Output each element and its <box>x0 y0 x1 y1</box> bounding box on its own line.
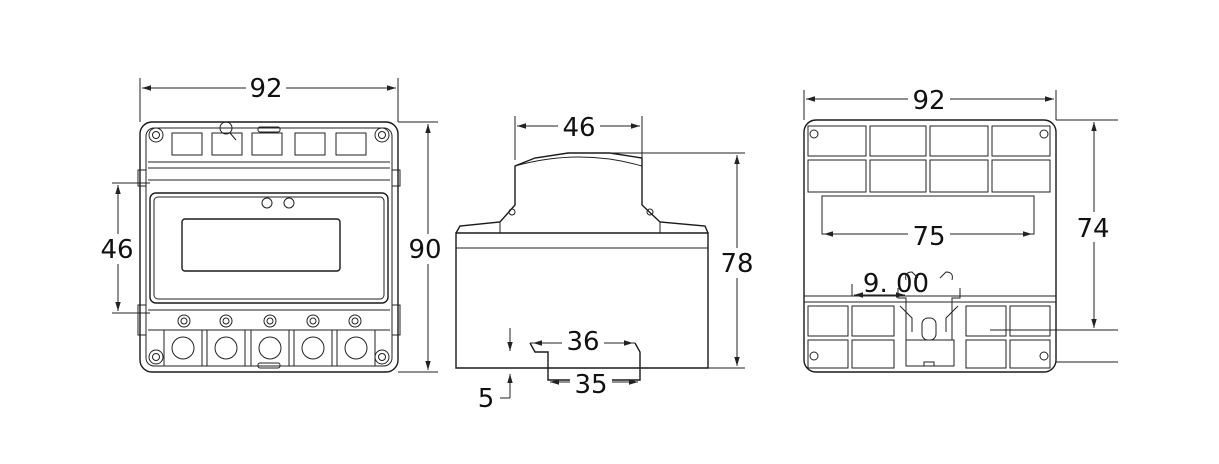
lcd-screen <box>181 218 341 272</box>
back-slot-width-label: 75 <box>912 222 945 252</box>
corner-screws <box>148 127 390 365</box>
side-height-label: 78 <box>720 249 753 279</box>
back-view: 92 74 75 9. 00 <box>803 86 1118 373</box>
indicator-led <box>261 197 273 209</box>
side-rail-inner-label: 36 <box>566 327 599 357</box>
back-bottom-blocks <box>807 305 1051 369</box>
side-rail-depth-label: 5 <box>478 384 495 414</box>
din-rail-clip <box>529 342 641 381</box>
front-outline <box>139 121 399 373</box>
indicator-led <box>283 197 295 209</box>
bottom-terminals <box>163 314 376 369</box>
back-clip <box>897 271 961 367</box>
side-rail-outer-label: 35 <box>574 370 607 400</box>
front-width-label: 92 <box>249 74 282 104</box>
back-outline <box>803 119 1057 373</box>
front-height-label: 90 <box>408 235 441 265</box>
back-width-label: 92 <box>912 86 945 116</box>
seal-icon <box>219 121 233 135</box>
back-clip-label: 9. 00 <box>863 269 929 299</box>
side-view: 46 78 36 35 5 <box>455 112 758 414</box>
top-terminal-blocks <box>171 126 367 156</box>
front-window-height-label: 46 <box>100 235 133 265</box>
display-window <box>149 192 389 304</box>
side-top-width-label: 46 <box>562 113 595 143</box>
back-top-blocks <box>807 125 1051 193</box>
back-height-label: 74 <box>1076 214 1109 244</box>
front-view: 92 90 46 <box>97 72 444 373</box>
